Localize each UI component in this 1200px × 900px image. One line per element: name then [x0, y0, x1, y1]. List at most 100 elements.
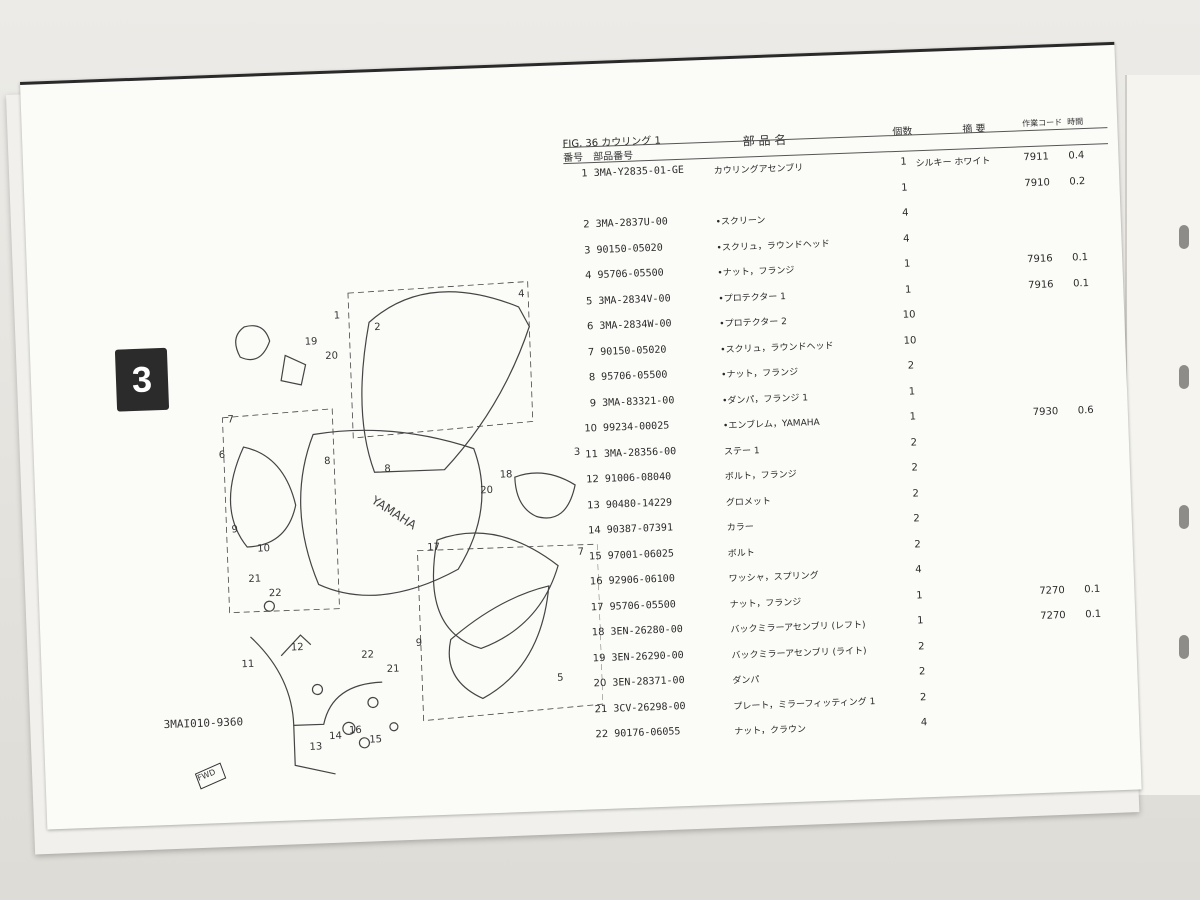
row-work-code: 7930	[1032, 406, 1059, 419]
row-time: 0.1	[1085, 608, 1102, 621]
binder-hole	[1179, 635, 1189, 659]
table-row: 9 3MA-83321-00 •ダンパ，フランジ 1 1	[572, 386, 916, 418]
row-part-number: 90480-14229	[605, 496, 673, 511]
row-ref-no: 15	[588, 550, 602, 562]
row-ref-no: 1	[581, 168, 588, 180]
svg-text:21: 21	[248, 574, 261, 585]
row-time: 0.1	[1071, 251, 1089, 264]
row-part-number: 3MA-2837U-00	[595, 216, 669, 230]
row-part-number: 90150-05020	[596, 242, 663, 256]
row-part-number: 91006-08040	[604, 471, 672, 485]
row-quantity: 1	[916, 589, 923, 601]
protector-1-shape	[448, 585, 550, 700]
svg-text:1: 1	[334, 310, 341, 321]
svg-text:8: 8	[384, 464, 391, 475]
parts-table: FIG. 36 カウリング 1 番号 部品番号 部 品 名 個数 摘 要 作業コ…	[562, 115, 1135, 775]
svg-text:9: 9	[416, 638, 423, 649]
row-ref-no: 9	[589, 397, 597, 409]
row-ref-no: 20	[593, 677, 607, 690]
row-part-name: ナット，フランジ	[729, 597, 802, 610]
stay-bracket-shape	[250, 636, 383, 727]
row-quantity: 2	[918, 666, 926, 678]
row-part-number: 95706-05500	[597, 267, 664, 281]
row-part-name: ボルト	[727, 547, 755, 559]
row-time: 0.2	[1069, 175, 1086, 188]
svg-text:5: 5	[557, 672, 564, 683]
row-part-number: 3MA-83321-00	[601, 394, 675, 409]
svg-text:17: 17	[427, 542, 440, 553]
row-part-number: 3EN-26290-00	[611, 649, 684, 664]
svg-text:15: 15	[369, 734, 382, 745]
row-ref-no: 13	[586, 499, 601, 511]
row-part-number: 3MA-2834W-00	[599, 318, 672, 332]
row-remarks: シルキー ホワイト	[915, 156, 991, 170]
row-part-name: バックミラーアセンブリ (レフト)	[730, 620, 866, 636]
row-work-code: 7911	[1023, 151, 1050, 164]
svg-text:2: 2	[374, 322, 381, 333]
row-part-number: 3EN-28371-00	[612, 675, 685, 689]
row-quantity: 2	[911, 462, 919, 474]
side-fairing-shape	[432, 532, 559, 650]
row-part-name: •ナット，フランジ	[717, 265, 795, 279]
row-part-name: •スクリュ，ラウンドヘッド	[720, 340, 834, 356]
row-quantity: 10	[903, 334, 917, 347]
row-quantity: 2	[912, 487, 920, 500]
header-work-code: 作業コード	[1022, 117, 1063, 129]
row-quantity: 1	[900, 156, 907, 168]
svg-text:9: 9	[231, 524, 238, 535]
svg-text:19: 19	[305, 336, 318, 347]
row-quantity: 1	[908, 385, 916, 398]
row-part-name: ダンパ	[732, 675, 760, 687]
svg-text:20: 20	[325, 351, 338, 362]
row-part-number: 3MA-2834V-00	[598, 292, 671, 307]
svg-text:6: 6	[219, 450, 226, 461]
row-ref-no: 4	[584, 270, 592, 282]
fwd-label: FWD	[196, 767, 217, 782]
row-quantity: 10	[902, 309, 916, 321]
row-part-name: プレート，ミラーフィッティング 1	[733, 696, 876, 712]
catalog-page: 3 YAMAHA	[20, 41, 1142, 830]
row-part-number: 97001-06025	[607, 547, 675, 562]
row-ref-no: 14	[587, 525, 602, 537]
row-ref-no: 11	[585, 448, 599, 461]
svg-text:22: 22	[361, 649, 374, 660]
row-quantity: 2	[917, 640, 925, 652]
row-ref-no: 16	[589, 575, 603, 588]
row-part-name: •ダンパ，フランジ 1	[721, 392, 809, 406]
row-quantity: 2	[907, 360, 915, 372]
svg-text:10: 10	[257, 543, 270, 554]
row-ref-no	[564, 194, 588, 195]
row-quantity: 1	[916, 615, 924, 627]
row-ref-no: 10	[584, 423, 598, 435]
svg-text:11: 11	[241, 659, 254, 670]
row-part-name: •ナット，フランジ	[721, 367, 799, 381]
row-time: 0.6	[1077, 404, 1094, 417]
row-part-number: 3CV-26298-00	[613, 700, 686, 715]
row-part-name: ボルト，フランジ	[724, 469, 797, 483]
row-part-number: 90150-05020	[600, 343, 667, 358]
row-time: 0.1	[1084, 583, 1101, 595]
row-part-name: バックミラーアセンブリ (ライト)	[731, 645, 867, 661]
binder-hole	[1179, 225, 1189, 249]
header-time: 時間	[1067, 117, 1084, 127]
svg-text:16: 16	[349, 725, 362, 736]
row-quantity: 2	[913, 513, 921, 525]
row-part-number: 90387-07391	[606, 522, 674, 536]
svg-text:18: 18	[500, 469, 513, 480]
row-part-number: 3MA-Y2835-01-GE	[593, 164, 685, 180]
table-row: 20 3EN-28371-00 ダンパ 2	[582, 666, 926, 699]
row-quantity: 2	[914, 538, 921, 551]
row-part-number: 3EN-26280-00	[610, 624, 683, 638]
table-row: 15 97001-06025 ボルト 2	[578, 539, 921, 571]
